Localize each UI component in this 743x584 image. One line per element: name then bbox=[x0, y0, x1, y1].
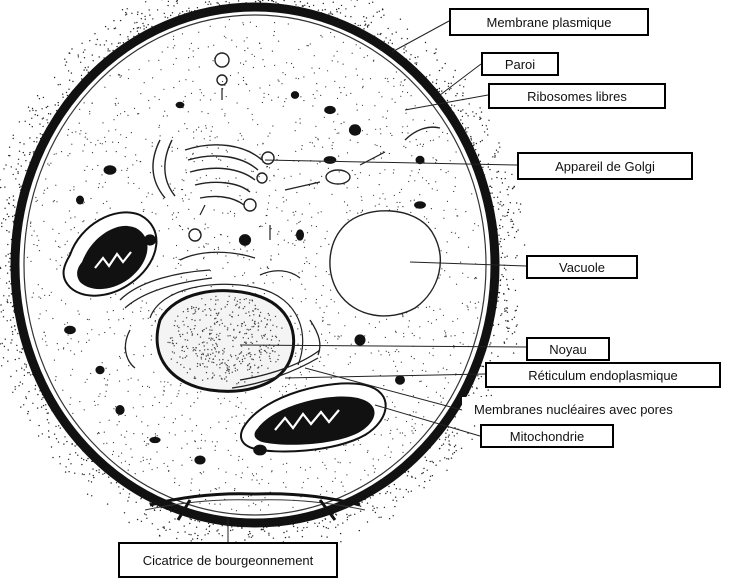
label-membrane-plasmique: Membrane plasmique bbox=[449, 8, 649, 36]
label-cicatrice: Cicatrice de bourgeonnement bbox=[118, 542, 338, 578]
label-noyau: Noyau bbox=[526, 337, 610, 361]
label-mitochondrie: Mitochondrie bbox=[480, 424, 614, 448]
label-membranes-nucleaires: Membranes nucléaires avec pores bbox=[462, 397, 740, 421]
vacuole-shape bbox=[330, 211, 440, 316]
label-appareil-golgi: Appareil de Golgi bbox=[517, 152, 693, 180]
label-reticulum: Réticulum endoplasmique bbox=[485, 362, 721, 388]
label-paroi: Paroi bbox=[481, 52, 559, 76]
label-ribosomes-libres: Ribosomes libres bbox=[488, 83, 666, 109]
label-vacuole: Vacuole bbox=[526, 255, 638, 279]
